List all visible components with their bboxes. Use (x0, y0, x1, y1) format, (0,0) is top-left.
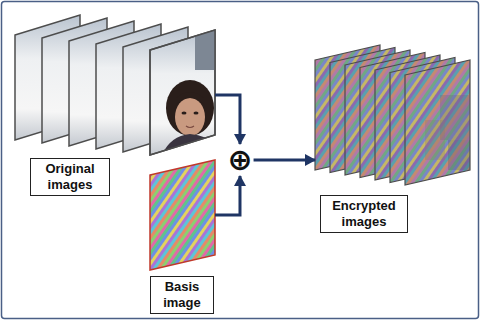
flow-arrow (254, 159, 315, 162)
flow-arrow (215, 176, 240, 215)
image-label: Encrypted images (320, 195, 408, 233)
flow-arrow (215, 95, 240, 144)
image-stack: Original images (15, 15, 215, 155)
encrypted-noise (425, 95, 470, 170)
original-frames (15, 15, 215, 155)
operator-symbol: ⊕ (227, 145, 252, 175)
basis-image: Basis image (150, 160, 215, 270)
xor-operator: ⊕ (227, 145, 252, 175)
basis-pattern (150, 160, 215, 270)
person-figure (160, 30, 218, 165)
image-stack: Encrypted images (315, 45, 470, 185)
encrypted-frames (315, 45, 470, 185)
image-label: Original images (30, 158, 110, 196)
image-label: Basis image (150, 276, 214, 314)
